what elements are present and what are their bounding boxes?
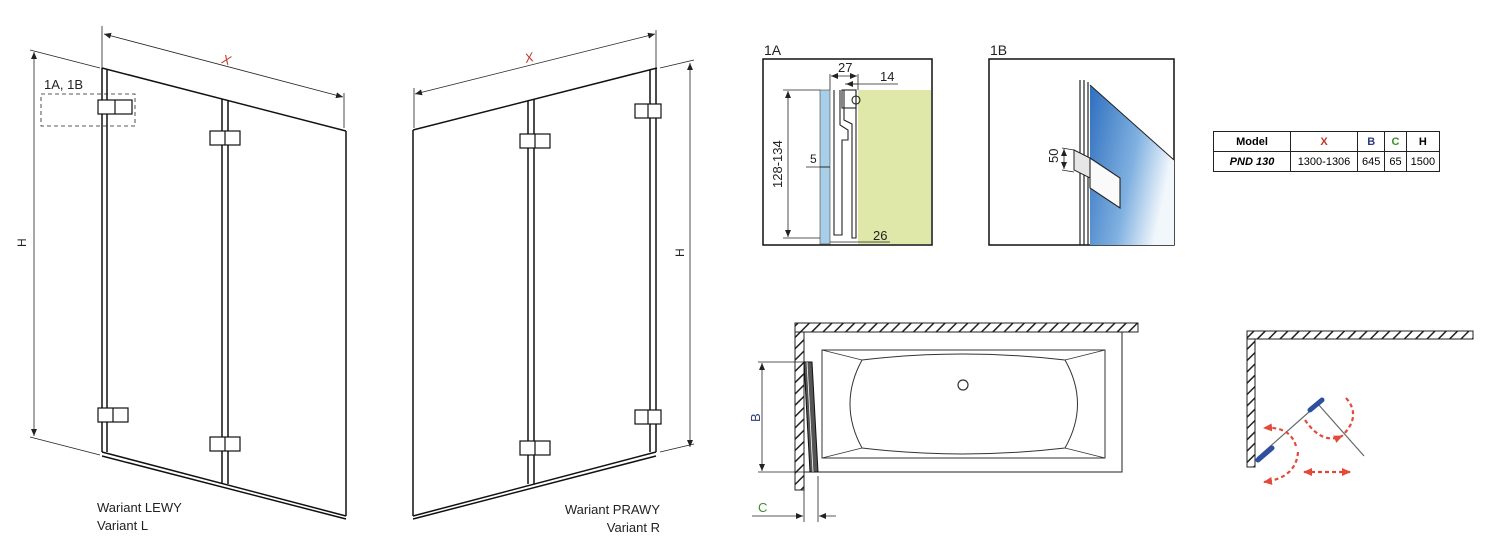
detail-1a-dim-26: 26 — [873, 228, 887, 243]
spec-header-model: Model — [1213, 131, 1291, 152]
spec-cell-b: 645 — [1356, 151, 1386, 172]
detail-1a: 1A 27 14 128-134 5 26 — [762, 42, 933, 246]
spec-cell-c: 65 — [1384, 151, 1407, 172]
spec-table: Model X B C H PND 130 1300-1306 645 65 1… — [1213, 131, 1441, 172]
spec-header-c: C — [1384, 131, 1407, 152]
folding-schematic — [1246, 330, 1474, 485]
left-dim-h: H — [15, 238, 29, 247]
right-variant-drawing: X H Wariant PRAWY Variant R — [412, 30, 695, 535]
plan-dim-b: B — [748, 413, 763, 422]
detail-1b-title: 1B — [990, 42, 1007, 58]
right-dim-h: H — [673, 248, 687, 257]
bathtub-plan: B C — [748, 322, 1139, 522]
spec-header-b: B — [1356, 131, 1386, 152]
spec-cell-model: PND 130 — [1213, 151, 1291, 172]
left-detail-ref: 1A, 1B — [44, 77, 83, 92]
right-caption-line2: Variant R — [607, 520, 660, 535]
spec-header-h: H — [1405, 131, 1441, 152]
table-row: PND 130 1300-1306 645 65 1500 — [1213, 151, 1441, 172]
detail-1a-dim-14: 14 — [880, 69, 894, 84]
plan-dim-c: C — [758, 500, 767, 515]
detail-1a-dim-height: 128-134 — [770, 140, 785, 188]
right-dim-x: X — [522, 49, 536, 66]
detail-1b-dim-50: 50 — [1046, 149, 1061, 163]
detail-1a-dim-5: 5 — [810, 152, 817, 166]
spec-header-x: X — [1290, 131, 1358, 152]
detail-1b: 1B 50 — [988, 42, 1175, 246]
left-dim-x: X — [219, 51, 234, 68]
left-caption-line2: Variant L — [97, 518, 148, 533]
right-caption-line1: Wariant PRAWY — [565, 502, 660, 517]
spec-table-header-row: Model X B C H — [1213, 131, 1441, 152]
detail-1a-dim-27: 27 — [838, 60, 852, 75]
spec-cell-h: 1500 — [1405, 151, 1441, 172]
left-variant-drawing: X H 1A, 1B Wariant LEWY Variant L — [15, 26, 347, 533]
spec-cell-x: 1300-1306 — [1290, 151, 1358, 172]
detail-1a-title: 1A — [764, 42, 782, 58]
left-caption-line1: Wariant LEWY — [97, 500, 182, 515]
